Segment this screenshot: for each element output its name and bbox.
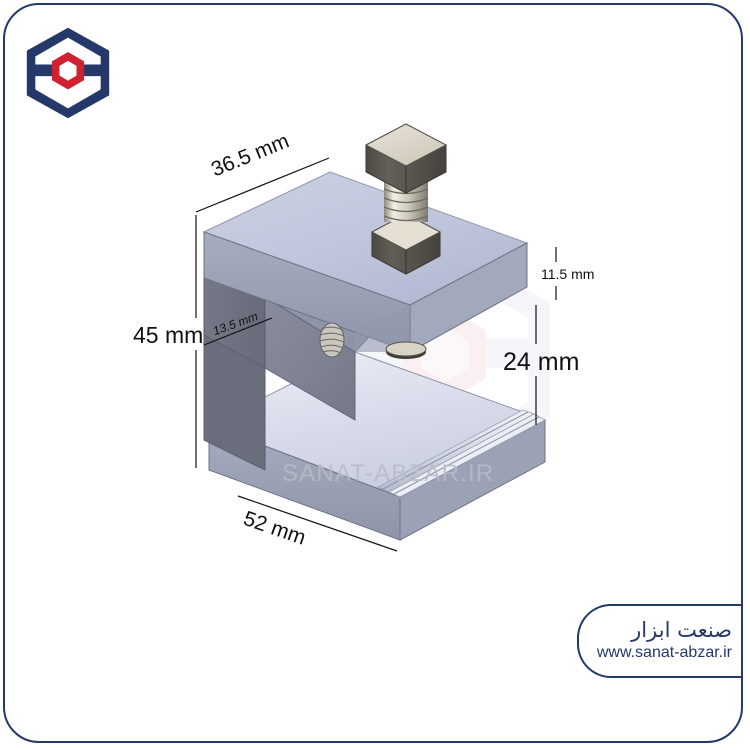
dimension-label-height: 45 mm [133,322,204,348]
brand-plate: صنعت ابزار www.sanat-abzar.ir [577,604,742,678]
dimension-label-jaw-opening: 24 mm [503,348,580,376]
brand-logo-icon [26,27,110,119]
dimension-label-top-thick: 11.5 mm [541,266,595,282]
brand-name-persian: صنعت ابزار [631,617,732,642]
brand-website-url: www.sanat-abzar.ir [596,644,732,662]
watermark-text: SANAT-ABZAR.IR [282,460,495,487]
